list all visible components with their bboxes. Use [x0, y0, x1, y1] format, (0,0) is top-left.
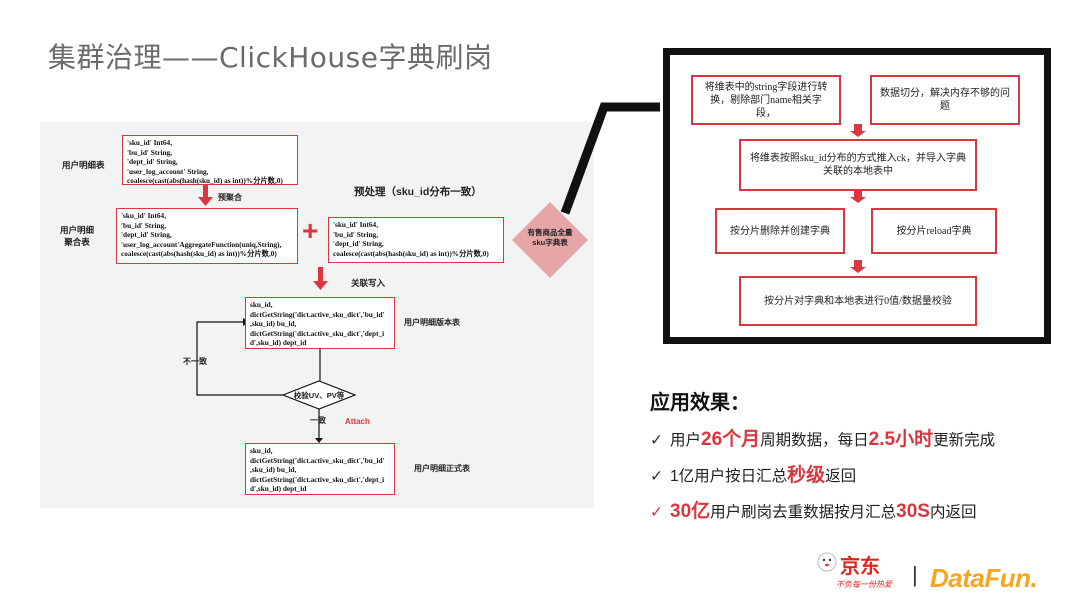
consistent-label: 一致: [310, 416, 326, 425]
step-validate: 按分片对字典和本地表进行0值/数据量校验: [739, 276, 977, 326]
sku-dict-diamond: [512, 202, 588, 278]
check-diamond: [281, 380, 357, 410]
zoom-connector: [560, 102, 660, 215]
formal-table-query: sku_id, dictGetString('dict.active_sku_d…: [245, 443, 395, 495]
plus-sign: +: [302, 215, 319, 246]
jd-logo: 京东 不负每一份热爱: [814, 550, 906, 596]
version-table-label: 用户明细版本表: [404, 318, 460, 327]
detail-table-schema: 'sku_id' Int64, 'bu_id' String, 'dept_id…: [122, 135, 298, 185]
pre-agg-label: 预聚合: [218, 193, 242, 202]
version-table-query: sku_id, dictGetString('dict.active_sku_d…: [245, 297, 395, 349]
join-write-label: 关联写入: [351, 278, 386, 288]
jd-dog-icon: [817, 552, 837, 572]
attach-label: Attach: [345, 417, 370, 426]
step-push-to-ck: 将维表按照sku_id分布的方式推入ck，并导入字典关联的本地表中: [739, 139, 977, 191]
check-icon: ✓: [650, 504, 663, 521]
flowchart-panel: 用户明细表 'sku_id' Int64, 'bu_id' String, 'd…: [40, 122, 594, 508]
page-title: 集群治理——ClickHouse字典刷岗: [48, 41, 493, 74]
steps-panel: 将维表中的string字段进行转换，剔除部门name相关字段， 数据切分，解决内…: [663, 48, 1051, 344]
sku-dict-label: 有售商品全量 sku字典表: [527, 228, 573, 247]
steps-arrows: [850, 124, 866, 273]
sku-preprocess-schema: 'sku_id' Int64, 'bu_id' String, 'dept_id…: [328, 217, 504, 263]
effects-title: 应用效果：: [650, 392, 750, 414]
step-split-data: 数据切分，解决内存不够的问题: [870, 75, 1020, 125]
datafun-logo: DataFun.: [930, 563, 1038, 593]
step-reload-dict: 按分片reload字典: [871, 208, 997, 254]
inconsistent-label: 不一致: [183, 357, 207, 366]
agg-table-schema: 'sku_id' Int64, 'bu_id' String, 'dept_id…: [116, 208, 298, 264]
detail-table-label: 用户明细表: [62, 160, 105, 170]
check-uv-pv-label: 校验UV、PV等: [293, 391, 345, 400]
step-recreate-dict: 按分片删除并创建字典: [715, 208, 845, 254]
agg-table-label: 用户明细 聚合表: [60, 225, 95, 247]
logo-separator: |: [912, 562, 918, 587]
effect-line-2: ✓1亿用户按日汇总秒级返回: [650, 465, 857, 486]
effect-line-3: ✓30亿用户刷岗去重数据按月汇总30S内返回: [650, 501, 977, 522]
flowchart-connectors: [196, 185, 588, 443]
step-convert-string: 将维表中的string字段进行转换，剔除部门name相关字段，: [691, 75, 841, 125]
effect-line-1: ✓用户26个月周期数据，每日2.5小时更新完成: [650, 429, 996, 450]
formal-table-label: 用户明细正式表: [414, 464, 470, 473]
preprocess-label: 预处理（sku_id分布一致）: [354, 186, 482, 198]
check-icon: ✓: [650, 432, 663, 449]
check-icon: ✓: [650, 468, 663, 485]
